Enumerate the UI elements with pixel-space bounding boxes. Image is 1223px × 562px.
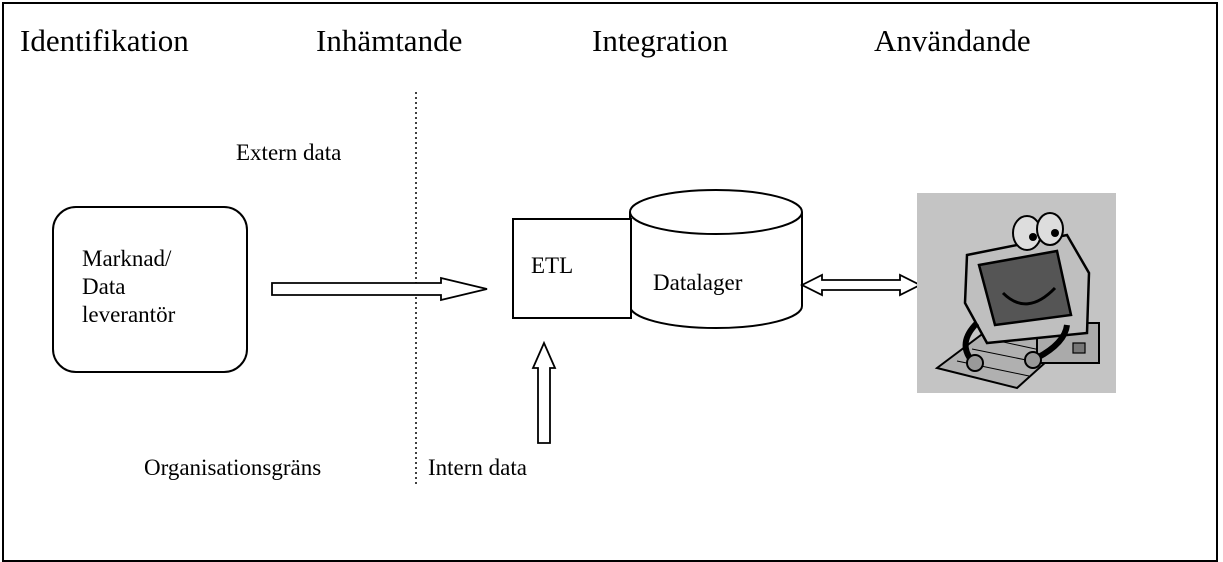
market-data-supplier-label: Marknad/ Data leverantör [82,245,175,329]
external-data-arrow [271,276,488,302]
warehouse-user-arrow [799,273,923,297]
internal-data-label: Intern data [428,455,527,480]
data-warehouse-label: Datalager [653,270,743,295]
phase-acquisition: Inhämtande [316,23,463,58]
user-at-computer-icon [917,193,1116,393]
market-label-line2: Data [82,274,126,299]
market-label-line3: leverantör [82,302,176,327]
market-label-line1: Marknad/ [82,246,172,271]
phase-identification: Identifikation [20,23,189,58]
market-data-supplier-box [52,206,248,373]
external-data-label: Extern data [236,140,342,165]
organization-boundary-label: Organisationsgräns [144,455,322,480]
internal-data-arrow [531,340,557,444]
data-warehouse-cylinder [629,189,803,329]
etl-label: ETL [531,253,574,278]
phase-usage: Användande [874,23,1031,58]
etl-box [512,218,632,319]
phase-integration: Integration [592,23,729,58]
